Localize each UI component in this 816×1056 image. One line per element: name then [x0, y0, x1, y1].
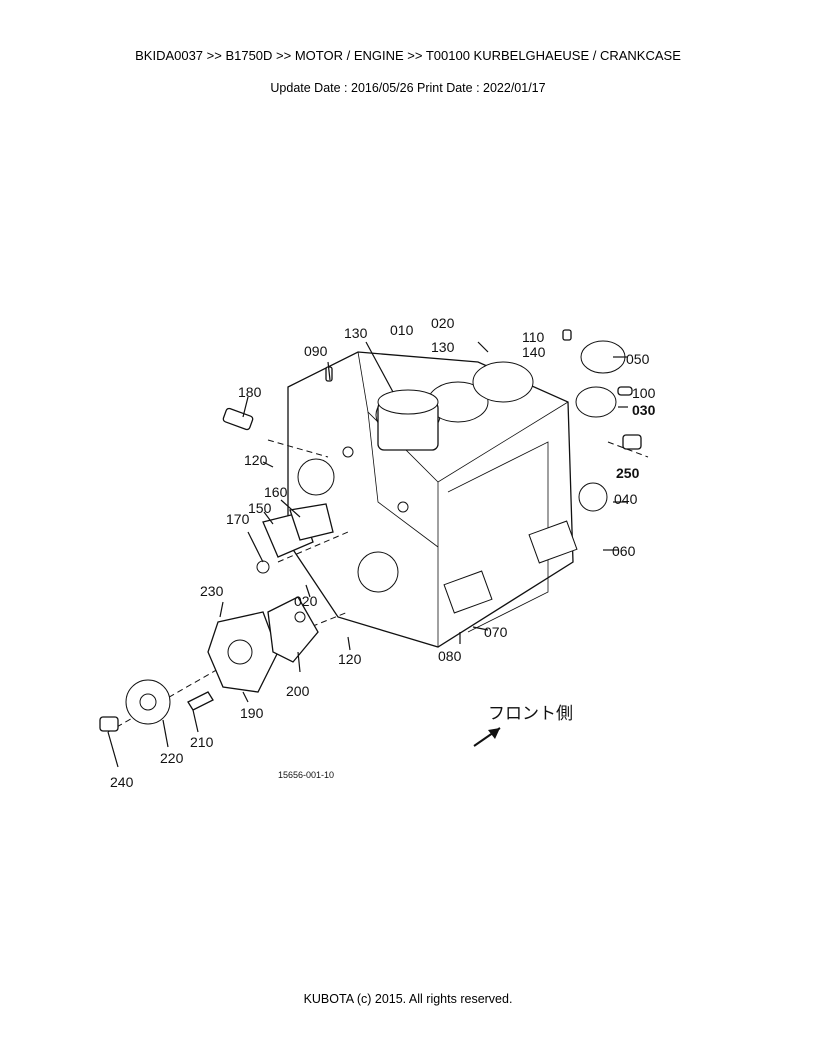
callout-020: 020	[431, 315, 455, 331]
callout-230: 230	[200, 583, 224, 599]
callout-120-b: 120	[338, 651, 362, 667]
callout-010: 010	[390, 322, 414, 338]
callout-labels: 010 020 130 090 130 110 140 050 100 030 …	[110, 315, 656, 790]
crankcase-exploded-diagram: 010 020 130 090 130 110 140 050 100 030 …	[48, 292, 656, 802]
front-side-label: フロント側	[488, 704, 573, 724]
callout-130-b: 130	[344, 325, 368, 341]
callout-130-a: 130	[431, 339, 455, 355]
oil-pump-parts	[99, 596, 319, 732]
callout-220: 220	[160, 750, 184, 766]
callout-200: 200	[286, 683, 310, 699]
side-parts	[222, 329, 642, 574]
callout-050: 050	[626, 351, 650, 367]
drawing-number: 15656-001-10	[278, 770, 334, 780]
page-breadcrumb: BKIDA0037 >> B1750D >> MOTOR / ENGINE >>…	[135, 48, 681, 63]
callout-170: 170	[226, 511, 250, 527]
callout-030: 030	[632, 402, 656, 418]
crankcase-block	[287, 351, 578, 648]
callout-100: 100	[632, 385, 656, 401]
callout-080: 080	[438, 648, 462, 664]
update-print-dates: Update Date : 2016/05/26 Print Date : 20…	[270, 81, 546, 95]
callout-140: 140	[522, 344, 546, 360]
callout-070: 070	[484, 624, 508, 640]
callout-150: 150	[248, 500, 272, 516]
leader-lines	[107, 341, 628, 768]
front-direction-arrow	[473, 727, 501, 747]
callout-110: 110	[522, 329, 545, 345]
callout-210: 210	[190, 734, 214, 750]
callout-120-a: 120	[244, 452, 268, 468]
callout-180: 180	[238, 384, 262, 400]
callout-020-b: 020	[294, 593, 318, 609]
callout-250: 250	[616, 465, 640, 481]
copyright-footer: KUBOTA (c) 2015. All rights reserved.	[303, 992, 513, 1006]
callout-040: 040	[614, 491, 638, 507]
callout-060: 060	[612, 543, 636, 559]
callout-090: 090	[304, 343, 328, 359]
callout-160: 160	[264, 484, 288, 500]
callout-190: 190	[240, 705, 264, 721]
callout-240: 240	[110, 774, 134, 790]
